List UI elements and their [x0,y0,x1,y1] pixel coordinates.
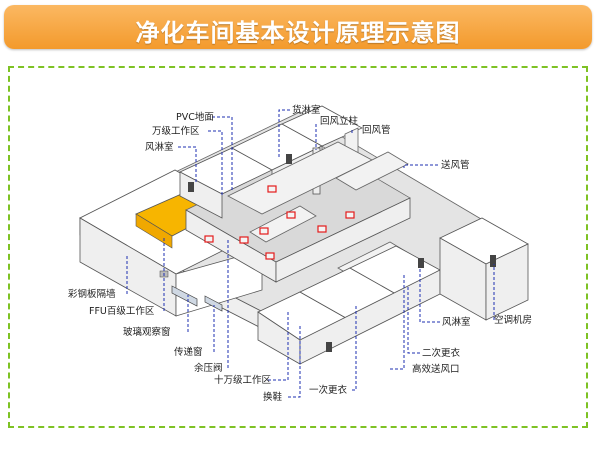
label-return-column: 回风立柱 [320,115,359,127]
ac-room-side [485,243,529,321]
hepa-outlet [204,235,214,243]
leader-supply-duct [403,164,438,168]
leader-pvc-floor [212,116,233,190]
label-pass-box: 传递窗 [174,346,203,358]
pass-box-window [204,295,223,312]
label-glass-window: 玻璃观察窗 [123,326,171,338]
diagram-frame [8,66,588,428]
label-return-duct: 回风管 [362,124,391,136]
label-pvc-floor: PVC地面 [176,111,214,123]
label-100k-zone: 十万级工作区 [214,374,272,386]
cargo-shower-room [281,105,363,147]
label-pressure-damper: 余压阀 [194,362,223,374]
shower-door [418,258,424,268]
label-supply-duct: 送风管 [441,159,470,171]
supply-duct-branch-1 [335,151,409,191]
ac-room-door [490,255,496,267]
label-air-shower-top: 风淋室 [145,141,174,153]
cargo-door [286,154,292,164]
hepa-outlet [345,211,355,219]
label-first-change: 一次更衣 [309,384,348,396]
left-room-inner-wall [175,249,263,317]
label-ac-room: 空调机房 [494,314,532,326]
clean-zone-wall-right [275,197,411,283]
leader-hepa-outlet [390,274,405,370]
label-steel-wall: 彩钢板隔墙 [68,288,116,300]
leader-100k-zone [268,310,289,381]
ffu-zone-front [135,213,173,249]
diagram-title: 净化车间基本设计原理示意图 [135,19,461,47]
leader-shoe-change [288,326,301,398]
label-air-shower-bottom: 风淋室 [442,316,471,328]
leader-10k-zone [208,130,223,195]
hepa-outlet [239,236,249,244]
leader-air-shower-top [178,146,197,182]
leader-cargo-shower [278,109,290,158]
air-shower-door [188,182,194,192]
hepa-outlet [259,227,269,235]
hepa-outlet [267,185,277,193]
label-ffu-zone: FFU百级工作区 [89,305,155,317]
glass-window [171,285,198,307]
label-shoe-change: 换鞋 [263,391,283,403]
hepa-outlet [317,225,327,233]
change-room-door [326,342,332,352]
label-cargo-shower: 货淋室 [292,104,321,116]
label-10k-zone: 万级工作区 [152,125,200,137]
leader-air-shower-bottom [419,268,440,323]
label-second-change: 二次更衣 [422,347,461,359]
leader-first-change [352,304,357,391]
title-banner: 净化车间基本设计原理示意图 [4,5,592,49]
hepa-outlet [265,252,275,260]
hepa-outlet [286,211,296,219]
label-hepa-outlet: 高效送风口 [412,363,460,375]
leader-second-change [407,285,420,354]
